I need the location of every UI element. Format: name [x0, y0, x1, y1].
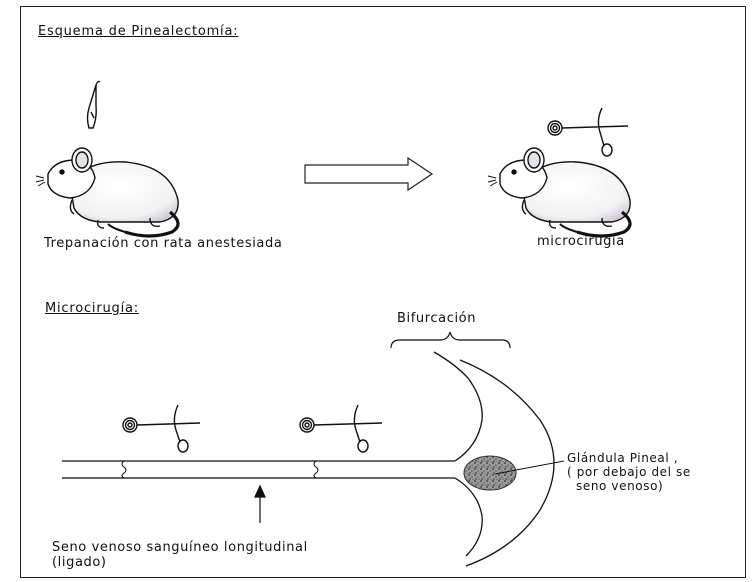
- bifurcation-label: Bifurcación: [397, 311, 476, 326]
- pineal-label-line2: ( por debajo del se: [567, 465, 691, 479]
- pineal-label-line1: Glándula Pineal ,: [567, 451, 678, 465]
- microsurgery-caption: microcirugía: [537, 234, 625, 249]
- sinus-pointer-arrow: [255, 486, 265, 523]
- microscissors-icon: [300, 405, 382, 452]
- trepanation-caption: Trepanación con rata anestesiada: [44, 236, 282, 251]
- scalpel-icon: [88, 81, 101, 128]
- rat-microsurgery-illustration: [488, 148, 630, 236]
- microscissors-icon: [123, 405, 200, 452]
- sinus-label-line1: Seno venoso sanguíneo longitudinal: [52, 540, 308, 555]
- pineal-gland: [464, 456, 516, 490]
- scheme-heading: Esquema de Pinealectomía:: [38, 24, 238, 39]
- rat-anesthetized-illustration: [36, 81, 178, 236]
- sinus-label-line2: (ligado): [52, 555, 107, 570]
- pineal-label-line3: seno venoso): [576, 479, 663, 493]
- bifurcation-bracket: [391, 332, 510, 348]
- process-arrow: [305, 158, 432, 190]
- microsurgery-heading: Microcirugía:: [45, 301, 139, 316]
- microscissors-icon: [548, 108, 628, 156]
